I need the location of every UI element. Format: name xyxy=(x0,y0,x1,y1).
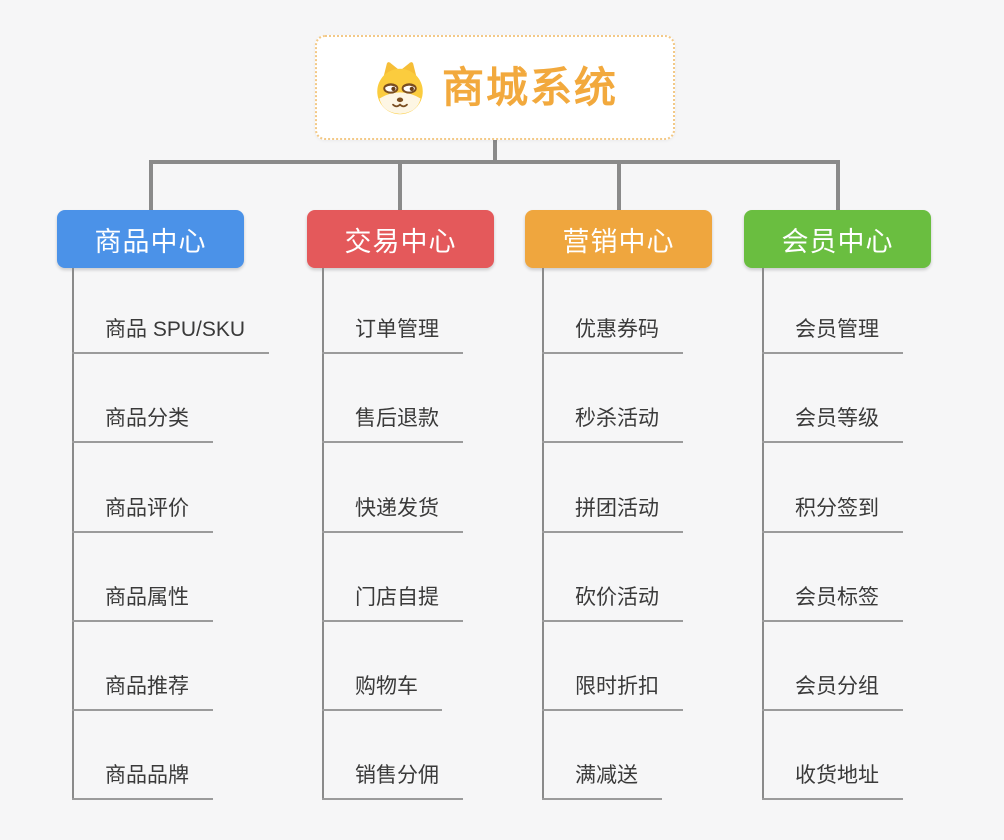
child-node[interactable]: 商品分类 xyxy=(72,406,213,443)
connector-trunk-product xyxy=(72,268,74,800)
child-node[interactable]: 满减送 xyxy=(542,763,662,800)
child-node[interactable]: 积分签到 xyxy=(762,496,903,533)
dog-mascot-icon xyxy=(372,60,428,116)
branch-label: 会员中心 xyxy=(781,226,894,257)
child-node[interactable]: 拼团活动 xyxy=(542,496,683,533)
connector-trunk-member xyxy=(762,268,764,800)
child-node[interactable]: 购物车 xyxy=(322,674,442,711)
branch-node-marketing-center[interactable]: 营销中心 xyxy=(525,210,712,268)
child-node[interactable]: 会员等级 xyxy=(762,406,903,443)
child-node[interactable]: 收货地址 xyxy=(762,763,903,800)
child-node[interactable]: 会员分组 xyxy=(762,674,903,711)
child-node[interactable]: 快递发货 xyxy=(322,496,463,533)
child-node[interactable]: 会员管理 xyxy=(762,317,903,354)
child-node[interactable]: 商品评价 xyxy=(72,496,213,533)
branch-label: 交易中心 xyxy=(344,226,457,257)
child-node[interactable]: 砍价活动 xyxy=(542,585,683,622)
branch-label: 营销中心 xyxy=(562,226,675,257)
root-node[interactable]: 商城系统 xyxy=(315,35,675,140)
branch-label: 商品中心 xyxy=(94,226,207,257)
child-node[interactable]: 售后退款 xyxy=(322,406,463,443)
branch-node-trade-center[interactable]: 交易中心 xyxy=(307,210,494,268)
connector-drop-product xyxy=(149,162,153,210)
connector-trunk-marketing xyxy=(542,268,544,800)
branch-node-member-center[interactable]: 会员中心 xyxy=(744,210,931,268)
child-node[interactable]: 会员标签 xyxy=(762,585,903,622)
branch-node-product-center[interactable]: 商品中心 xyxy=(57,210,244,268)
child-node[interactable]: 门店自提 xyxy=(322,585,463,622)
child-node[interactable]: 商品 SPU/SKU xyxy=(72,317,270,354)
connector-horizontal xyxy=(149,160,840,164)
connector-drop-member xyxy=(836,162,840,210)
child-node[interactable]: 订单管理 xyxy=(322,317,463,354)
child-node[interactable]: 优惠券码 xyxy=(542,317,683,354)
connector-drop-trade xyxy=(398,162,402,210)
child-node[interactable]: 商品属性 xyxy=(72,585,213,622)
root-title: 商城系统 xyxy=(441,63,618,111)
connector-trunk-trade xyxy=(322,268,324,800)
child-node[interactable]: 限时折扣 xyxy=(542,674,683,711)
connector-drop-marketing xyxy=(617,162,621,210)
connector-root-stem xyxy=(493,138,497,162)
child-node[interactable]: 秒杀活动 xyxy=(542,406,683,443)
child-node[interactable]: 销售分佣 xyxy=(322,763,463,800)
child-node[interactable]: 商品品牌 xyxy=(72,763,213,800)
child-node[interactable]: 商品推荐 xyxy=(72,674,213,711)
